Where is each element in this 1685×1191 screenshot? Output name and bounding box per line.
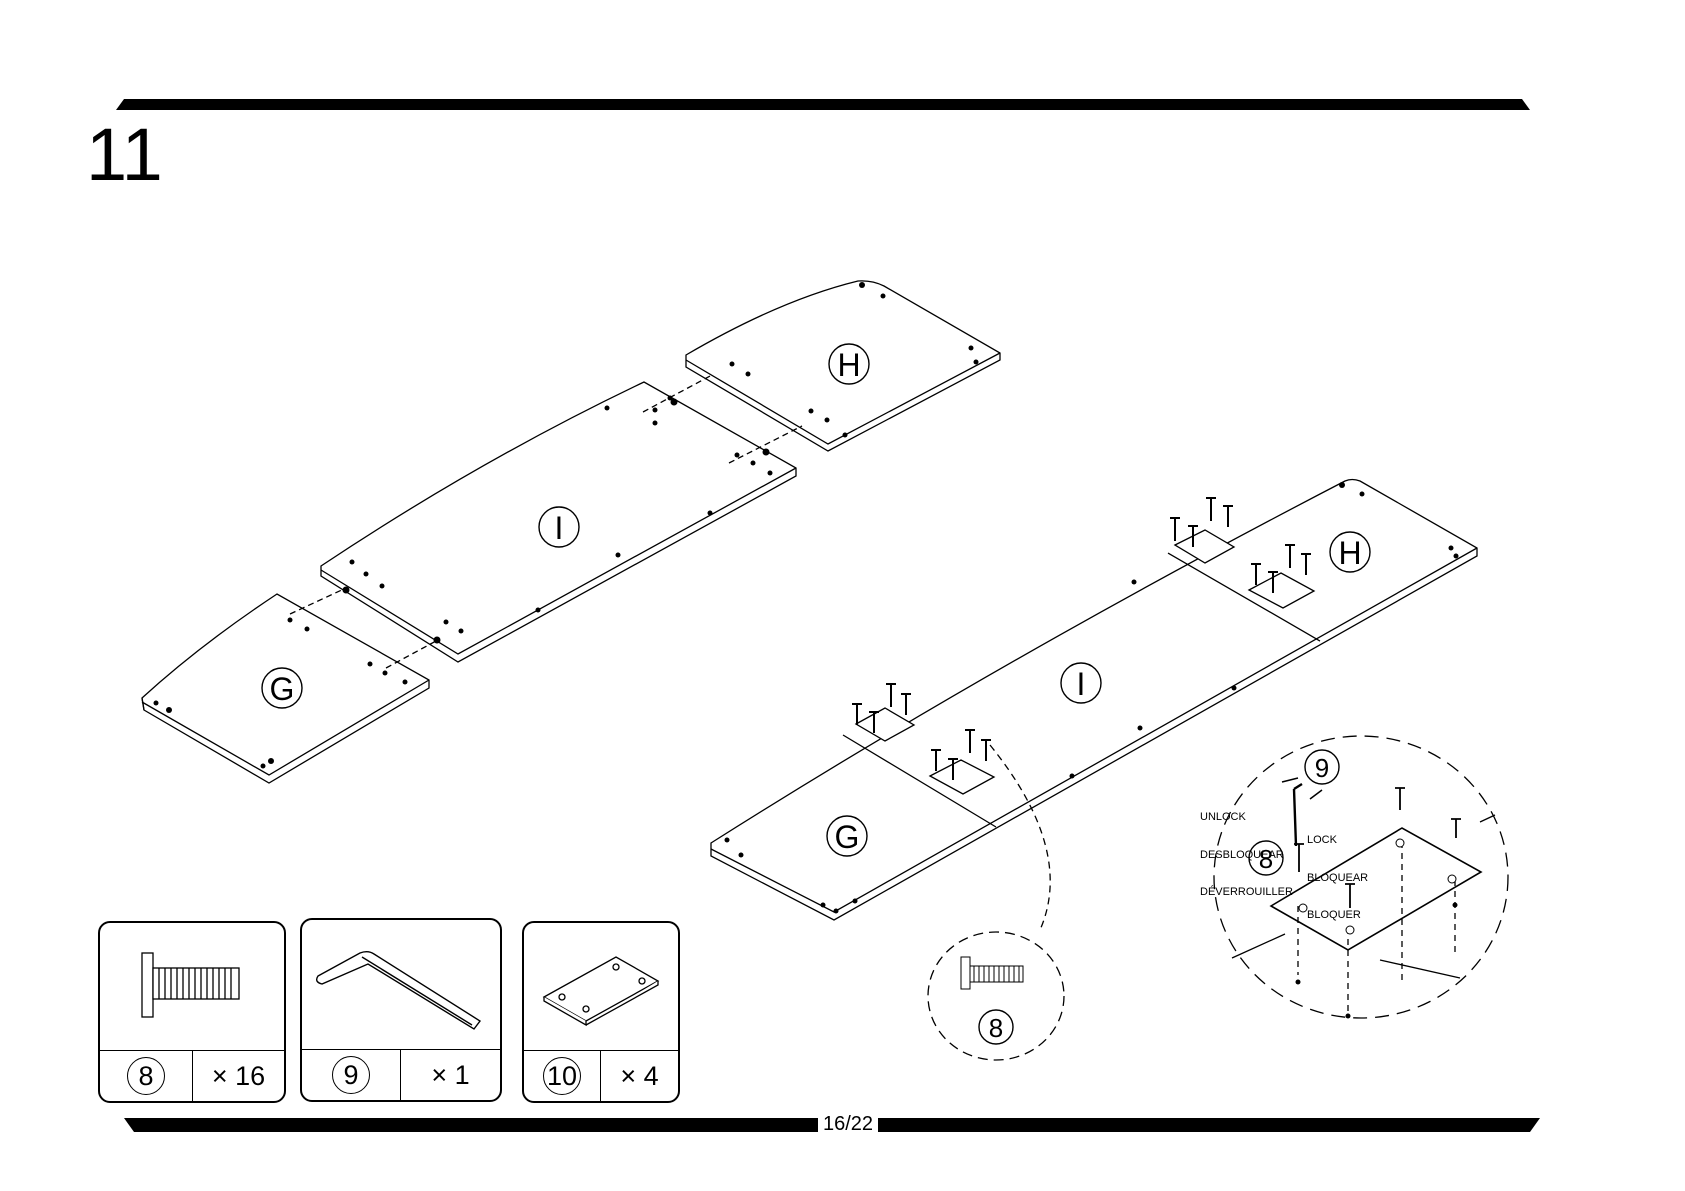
part-box-screw-footer: 8 × 16	[100, 1050, 284, 1101]
svg-text:G: G	[835, 819, 860, 855]
part-box-plate-footer: 10 × 4	[524, 1050, 678, 1101]
unlock-fr: DÉVERROUILLER	[1200, 886, 1293, 899]
svg-text:G: G	[270, 671, 295, 707]
part-qty-10: × 4	[601, 1051, 678, 1101]
part-box-allen-key: 9 × 1	[300, 918, 502, 1102]
part-id-8: 8	[127, 1057, 165, 1095]
svg-text:H: H	[1338, 535, 1361, 571]
lock-label: LOCK BLOQUEAR BLOQUER	[1307, 809, 1368, 934]
panel-i-assembled-label: I	[1061, 663, 1101, 703]
svg-text:I: I	[555, 510, 564, 546]
unlock-es: DESBLOQUEAR	[1200, 849, 1293, 862]
lock-fr: BLOQUER	[1307, 909, 1368, 922]
part-box-screw: 8 × 16	[98, 921, 286, 1103]
panel-g-assembled-label: G	[827, 816, 867, 856]
svg-text:8: 8	[989, 1013, 1003, 1043]
panel-i-label: I	[539, 507, 579, 547]
part-id-10: 10	[543, 1057, 581, 1095]
part-box-plate: 10 × 4	[522, 921, 680, 1103]
detail-part-8-label: 8	[979, 1010, 1013, 1044]
screw-icon	[100, 923, 284, 1051]
lock-es: BLOQUEAR	[1307, 872, 1368, 885]
detail-part-9-label: 9	[1305, 750, 1339, 784]
svg-text:9: 9	[1315, 753, 1329, 783]
mounting-plate-icon	[524, 923, 678, 1051]
panel-g-label: G	[262, 668, 302, 708]
part-qty-9: × 1	[401, 1050, 500, 1100]
page-number: 16/22	[818, 1112, 878, 1136]
svg-text:H: H	[837, 347, 860, 383]
panel-h-assembled-label: H	[1330, 532, 1370, 572]
unlock-en: UNLOCK	[1200, 811, 1293, 824]
panel-h-label: H	[829, 344, 869, 384]
lock-en: LOCK	[1307, 834, 1368, 847]
part-box-allen-key-footer: 9 × 1	[302, 1049, 500, 1100]
part-qty-8: × 16	[193, 1051, 284, 1101]
part-id-9: 9	[332, 1056, 370, 1094]
svg-text:I: I	[1077, 666, 1086, 702]
allen-key-icon	[302, 920, 500, 1048]
detail-screw-icon	[961, 957, 1023, 989]
unlock-label: UNLOCK DESBLOQUEAR DÉVERROUILLER	[1200, 786, 1293, 911]
